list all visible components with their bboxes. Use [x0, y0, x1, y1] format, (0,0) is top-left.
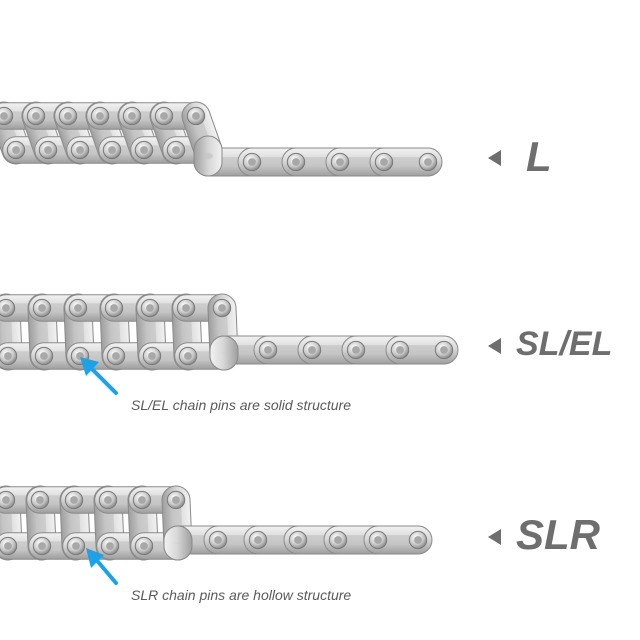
pointer-arrow-icon [86, 548, 118, 585]
caption-sl-el-pins: SL/EL chain pins are solid structure [131, 397, 351, 413]
triangle-left-icon [488, 529, 501, 545]
caption-slr-pins: SLR chain pins are hollow structure [131, 587, 352, 603]
chain-slr-photo [0, 485, 433, 561]
chain-link-plate [163, 525, 193, 561]
chain-l-photo [0, 101, 443, 177]
triangle-left-icon [488, 150, 501, 166]
triangle-left-icon [488, 338, 501, 354]
chain-sl-el-photo [0, 293, 459, 371]
chain-label-l: L [526, 133, 552, 180]
chain-label-sl-el: SL/EL [516, 325, 613, 363]
chain-link-plate [193, 135, 223, 177]
chain-label-slr: SLR [516, 511, 600, 558]
chain-link-plate [209, 335, 239, 371]
pointer-arrow-icon [80, 357, 118, 395]
